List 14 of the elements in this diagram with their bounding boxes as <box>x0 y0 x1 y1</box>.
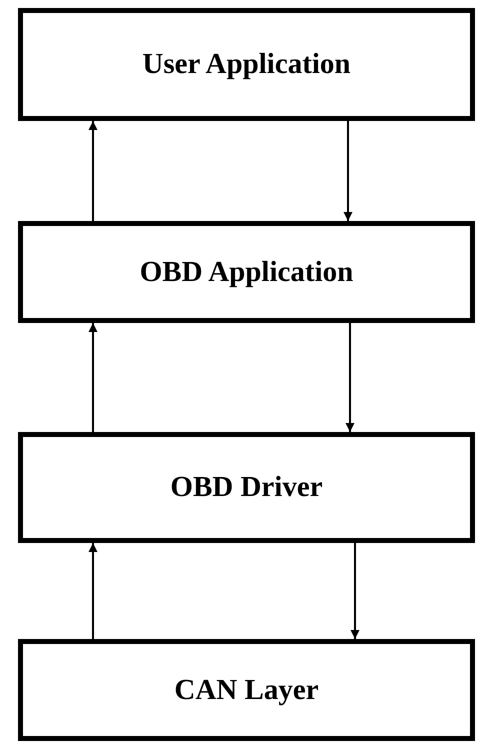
arrow <box>350 543 360 639</box>
layer-box <box>18 221 475 323</box>
layer-box <box>18 639 475 741</box>
layer-box <box>18 432 475 543</box>
arrow <box>344 121 352 221</box>
layer-label: User Application <box>142 48 351 81</box>
arrow <box>346 323 354 432</box>
layer-label: OBD Application <box>140 256 354 288</box>
layer-label: CAN Layer <box>174 674 319 706</box>
layer-box <box>18 8 475 121</box>
layer-label: OBD Driver <box>170 471 323 504</box>
arrow <box>88 121 98 221</box>
arrow <box>88 323 98 432</box>
arrow <box>88 543 98 639</box>
